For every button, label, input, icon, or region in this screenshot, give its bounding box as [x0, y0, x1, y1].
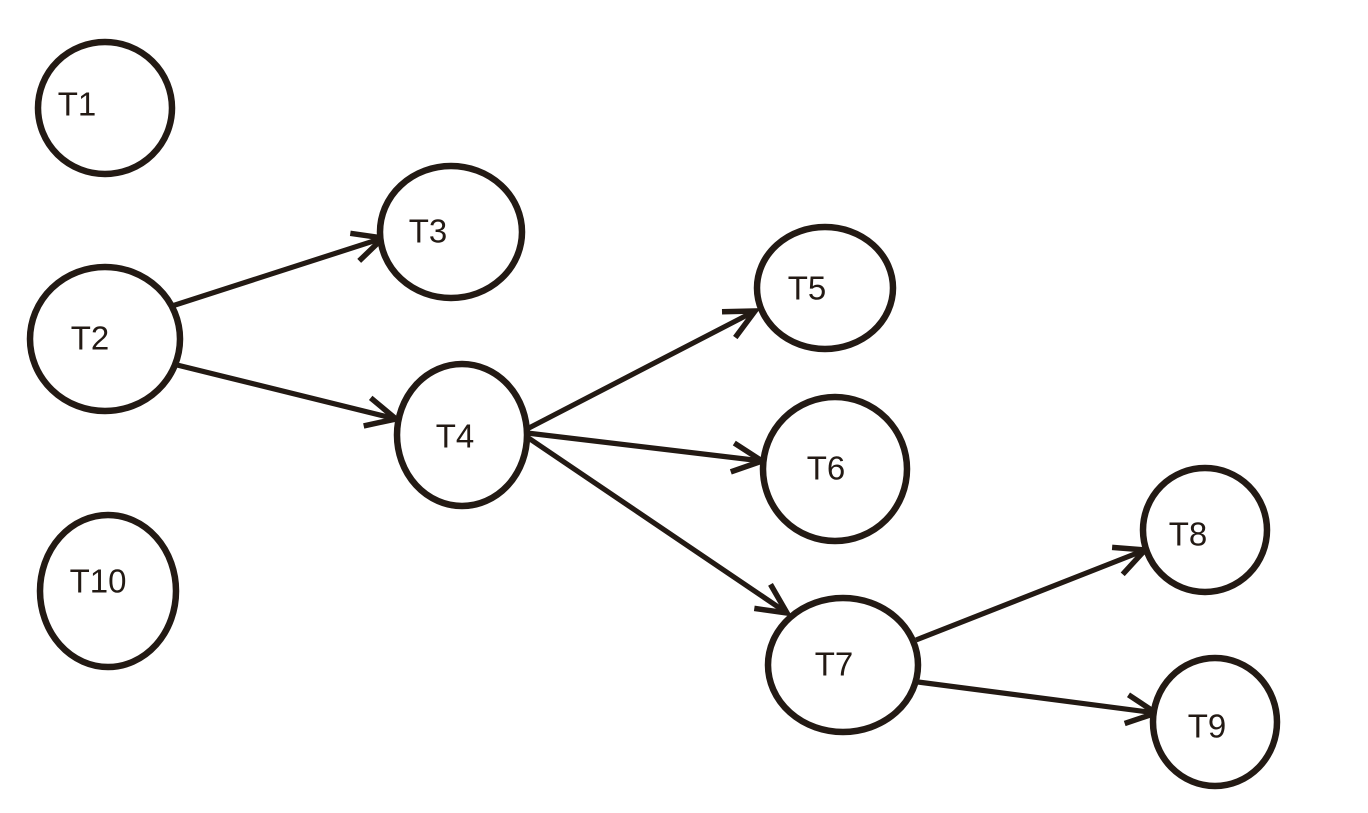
edge-T4-T6 [526, 430, 769, 475]
node-T1: T1 [34, 38, 176, 178]
node-circle [759, 393, 911, 545]
node-T3: T3 [376, 162, 526, 302]
arrowhead-icon [753, 583, 793, 617]
node-label: T8 [1169, 516, 1208, 553]
node-label: T9 [1188, 708, 1227, 745]
node-circle [34, 38, 176, 178]
node-T9: T9 [1149, 654, 1281, 790]
node-T10: T10 [36, 511, 180, 671]
edge-line [917, 679, 1157, 716]
node-T2: T2 [26, 263, 184, 415]
node-label: T3 [409, 213, 448, 250]
node-circle [1149, 654, 1281, 790]
node-label: T10 [70, 563, 127, 600]
node-label: T1 [58, 86, 97, 123]
node-circle [26, 263, 184, 415]
edge-line [172, 361, 397, 422]
node-label: T4 [436, 418, 475, 455]
node-label: T7 [815, 646, 854, 683]
edge-T7-T9 [917, 679, 1163, 727]
edge-line [525, 308, 757, 432]
edge-line [526, 430, 763, 464]
node-circle [36, 511, 180, 671]
edge-T7-T8 [915, 544, 1151, 643]
node-T4: T4 [393, 360, 531, 510]
edge-T2-T4 [172, 361, 403, 429]
edges-layer [171, 230, 1163, 727]
node-circle [753, 223, 897, 353]
node-label: T2 [71, 320, 110, 357]
edge-line [525, 434, 789, 616]
edge-line [171, 235, 384, 309]
edge-T4-T7 [525, 434, 793, 617]
edge-T2-T3 [171, 230, 389, 309]
node-circle [376, 162, 526, 302]
edge-line [915, 547, 1146, 643]
node-T7: T7 [764, 594, 922, 736]
arrowhead-icon [721, 308, 761, 340]
node-T6: T6 [759, 393, 911, 545]
node-circle [764, 594, 922, 736]
node-circle [393, 360, 531, 510]
node-T8: T8 [1139, 464, 1271, 596]
node-circle [1139, 464, 1271, 596]
edge-T4-T5 [525, 308, 761, 432]
node-label: T6 [807, 450, 846, 487]
node-label: T5 [788, 270, 827, 307]
node-T5: T5 [753, 223, 897, 353]
